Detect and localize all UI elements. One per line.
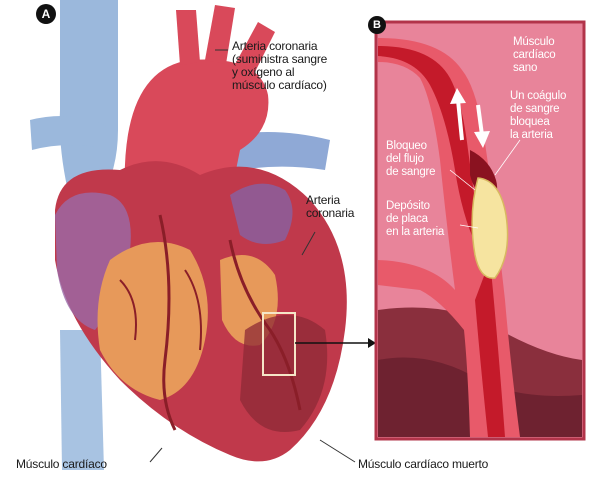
panel-b-badge: B — [368, 16, 386, 34]
label-clot: Un coágulo de sangre bloquea la arteria — [510, 90, 582, 142]
label-heart-muscle: Músculo cardíaco — [16, 458, 156, 471]
aorta-branch-2 — [205, 5, 235, 64]
label-coronary-artery: Arteria coronaria — [306, 194, 378, 220]
leader-dead-muscle — [320, 440, 355, 462]
label-healthy-muscle: Músculo cardíaco sano — [513, 36, 579, 75]
label-blockage: Bloqueo del flujo de sangre — [386, 140, 456, 179]
ventricle-muscle-left — [98, 242, 208, 400]
label-plaque: Depósito de placa en la arteria — [386, 200, 466, 239]
panel-a-badge: A — [36, 4, 56, 24]
label-coronary-artery-top: Arteria coronaria (suministra sangre y o… — [232, 40, 372, 92]
aorta-branch-1 — [176, 10, 200, 65]
label-dead-heart-muscle: Músculo cardíaco muerto — [358, 458, 558, 471]
